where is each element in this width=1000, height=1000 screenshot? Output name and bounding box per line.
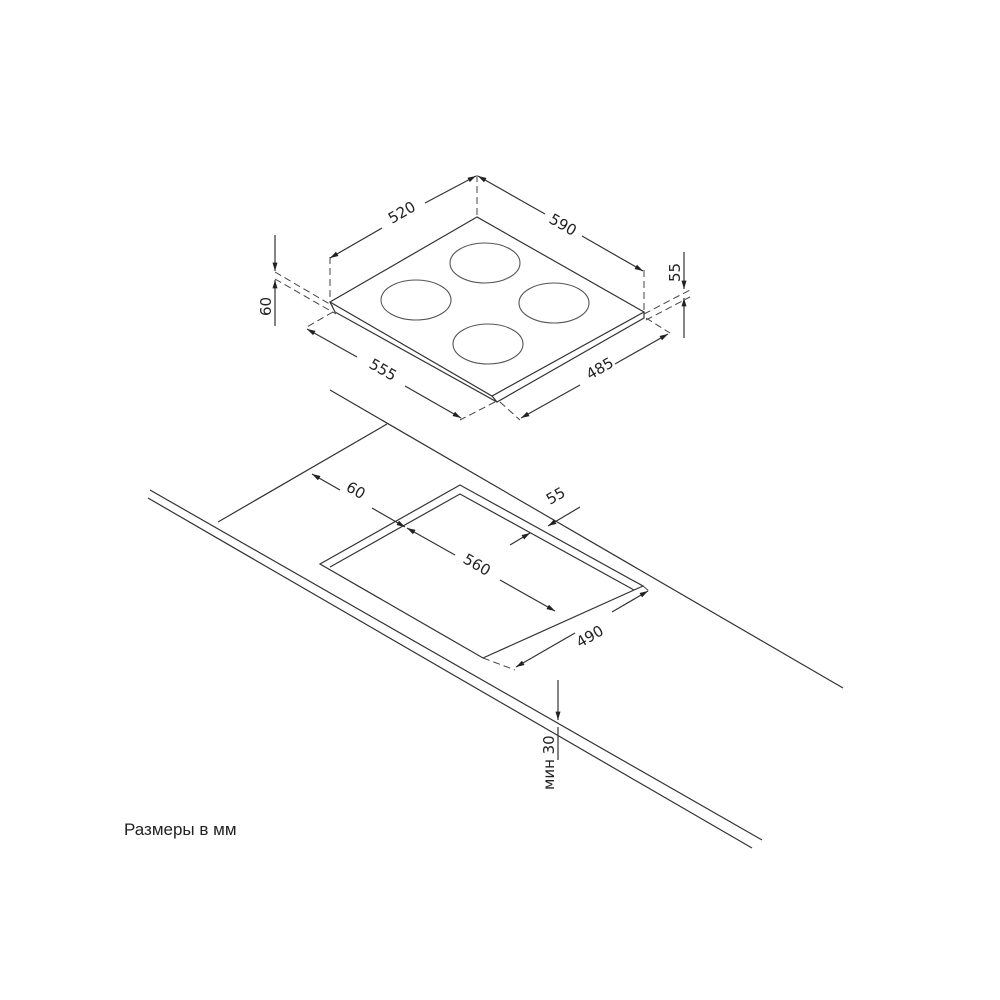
dim-min-30: мин 30: [540, 735, 558, 790]
countertop: [147, 389, 844, 849]
cutout-inner: [329, 493, 635, 591]
countertop-front-edge: [149, 489, 763, 841]
dim-60: 60: [257, 297, 275, 316]
dim-cutout-490: 490: [573, 622, 607, 652]
burner-left: [380, 279, 452, 321]
hob: [328, 216, 646, 403]
dim-55: 55: [666, 263, 684, 282]
hob-dimensions: 520 590 60 55 555 485: [257, 175, 691, 421]
dim-485: 485: [583, 354, 617, 384]
dim-cutout-60: 60: [343, 478, 369, 503]
dim-cutout-560: 560: [460, 550, 494, 580]
reference-line: [217, 423, 388, 523]
dim-590: 590: [546, 210, 580, 240]
dim-520: 520: [385, 198, 419, 228]
countertop-back-edge: [329, 389, 844, 689]
units-note: Размеры в мм: [124, 820, 237, 839]
cutout-dimensions: 60 55 560 490 мин 30: [311, 473, 651, 790]
burner-front: [452, 323, 524, 365]
burner-right: [518, 282, 590, 324]
dim-cutout-55: 55: [543, 483, 569, 508]
burner-back: [449, 242, 521, 284]
hob-edge: [329, 301, 645, 403]
dim-555: 555: [366, 355, 400, 385]
